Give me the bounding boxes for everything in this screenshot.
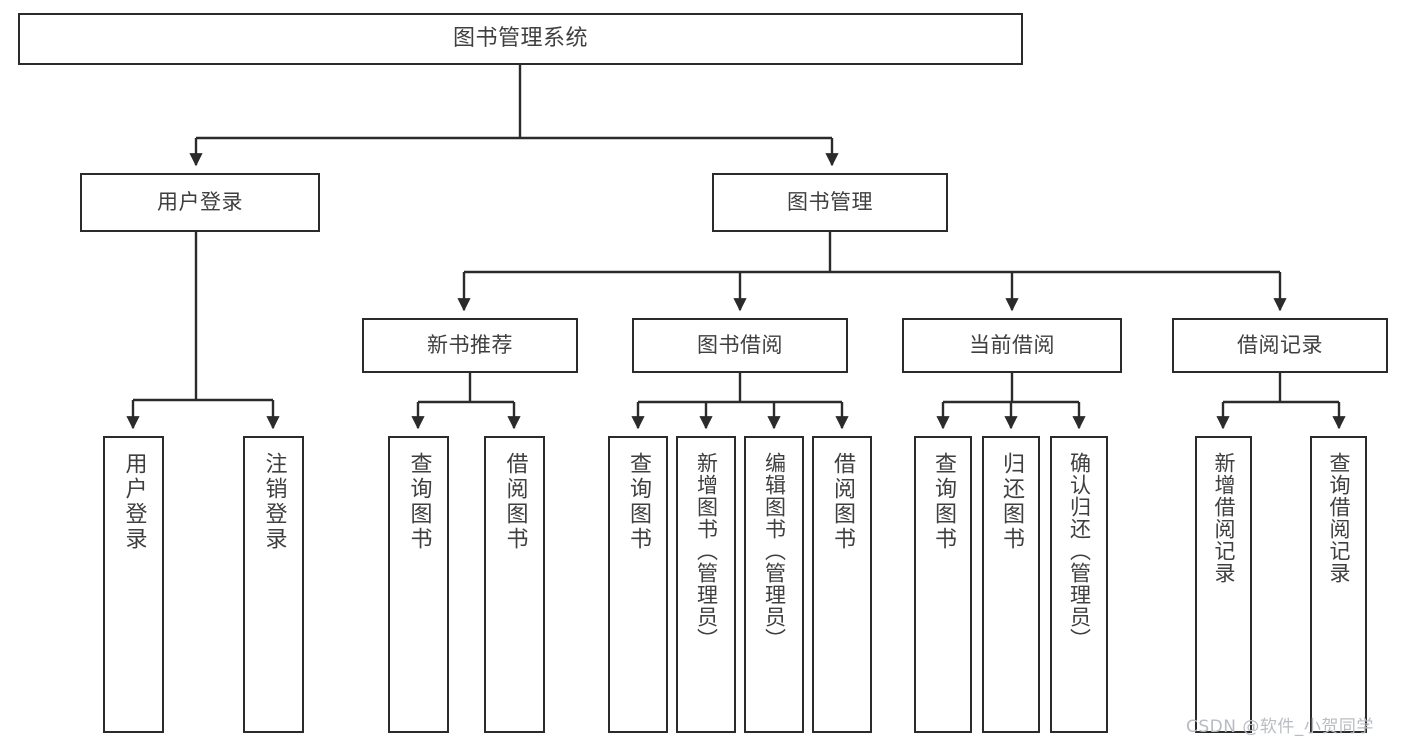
leaf-edit-book-admin[interactable]: 编辑图书（管理员） [744, 436, 804, 733]
leaf-user-login[interactable]: 用户登录 [103, 436, 164, 733]
leaf-query-borrow-record[interactable]: 查询借阅记录 [1310, 436, 1367, 733]
node-label: 新增借阅记录 [1212, 452, 1236, 584]
node-label: 查询图书 [626, 452, 651, 552]
leaf-add-book-admin[interactable]: 新增图书（管理员） [676, 436, 736, 733]
node-label: 新书推荐 [427, 333, 513, 358]
leaf-logout[interactable]: 注销登录 [243, 436, 304, 733]
node-label: 查询借阅记录 [1327, 452, 1351, 584]
leaf-borrow-books-recommend[interactable]: 借阅图书 [484, 436, 545, 733]
node-book-management[interactable]: 图书管理 [712, 173, 948, 232]
node-label: 借阅记录 [1237, 333, 1323, 358]
node-root-book-management-system[interactable]: 图书管理系统 [18, 13, 1023, 65]
watermark: CSDN @软件_小贺同学 [1186, 717, 1374, 737]
node-label: 借阅图书 [830, 452, 855, 552]
node-label: 查询图书 [406, 452, 432, 552]
leaf-add-borrow-record[interactable]: 新增借阅记录 [1195, 436, 1252, 733]
leaf-query-books-borrow[interactable]: 查询图书 [608, 436, 668, 733]
node-label: 图书管理系统 [452, 26, 588, 52]
node-label: 归还图书 [999, 452, 1024, 552]
node-label: 确认归还（管理员） [1067, 452, 1092, 650]
node-label: 新增图书（管理员） [694, 452, 719, 650]
node-label: 借阅图书 [502, 452, 528, 552]
node-label: 图书管理 [787, 190, 873, 215]
node-current-borrowing[interactable]: 当前借阅 [902, 318, 1122, 373]
node-label: 编辑图书（管理员） [762, 452, 787, 650]
leaf-confirm-return-admin[interactable]: 确认归还（管理员） [1050, 436, 1108, 733]
leaf-query-books-recommend[interactable]: 查询图书 [388, 436, 449, 733]
node-label: 用户登录 [121, 452, 147, 552]
leaf-return-books[interactable]: 归还图书 [982, 436, 1040, 733]
node-user-login[interactable]: 用户登录 [80, 173, 320, 232]
node-borrowing-records[interactable]: 借阅记录 [1172, 318, 1388, 373]
node-label: 当前借阅 [969, 333, 1055, 358]
node-label: 注销登录 [261, 452, 287, 552]
node-label: 图书借阅 [697, 333, 783, 358]
leaf-borrow-books[interactable]: 借阅图书 [812, 436, 872, 733]
node-book-borrowing[interactable]: 图书借阅 [632, 318, 848, 373]
node-label: 查询图书 [931, 452, 956, 552]
node-label: 用户登录 [157, 190, 243, 215]
leaf-query-books-current[interactable]: 查询图书 [914, 436, 972, 733]
node-new-book-recommendation[interactable]: 新书推荐 [362, 318, 578, 373]
